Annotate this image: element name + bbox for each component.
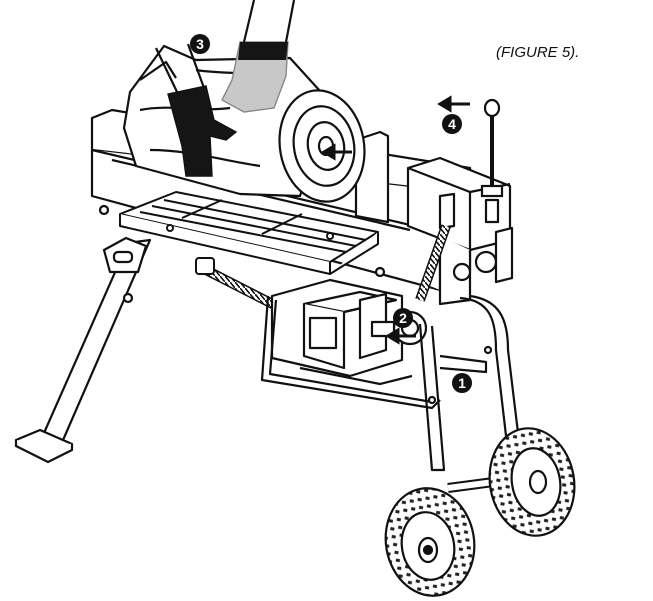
arrow-icon — [321, 143, 352, 161]
arrow-icon — [385, 327, 416, 345]
wedge-control-block — [354, 130, 514, 306]
figure-caption: (FIGURE 5). — [496, 44, 580, 61]
spring-hose-icon — [415, 224, 451, 302]
motor-pump — [270, 278, 428, 386]
svg-text:4: 4 — [448, 116, 456, 132]
svg-text:2: 2 — [399, 310, 407, 326]
support-leg — [14, 236, 152, 464]
arrow-icon — [437, 95, 470, 113]
svg-text:1: 1 — [458, 375, 466, 391]
lever-icon — [480, 98, 504, 198]
callout-3: 3 — [190, 34, 210, 54]
callout-1: 1 — [452, 373, 472, 393]
log-tray — [119, 191, 379, 275]
svg-text:3: 3 — [196, 36, 204, 52]
wheel-icon — [384, 487, 476, 597]
callout-2: 2 — [393, 308, 413, 328]
wheel-icon — [488, 427, 576, 537]
glove-icon — [221, 0, 296, 113]
callout-4: 4 — [442, 114, 462, 134]
glove-icon — [155, 43, 238, 177]
